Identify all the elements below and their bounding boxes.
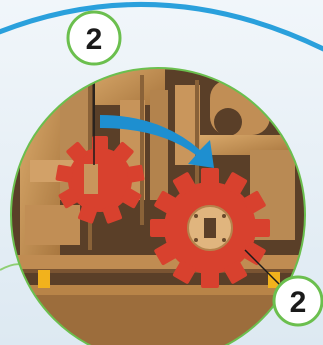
callout-badge: 2 — [68, 12, 120, 64]
callout-label: 2 — [86, 23, 103, 56]
callout-label: 2 — [290, 286, 307, 319]
callout-badge: 2 — [274, 277, 322, 325]
